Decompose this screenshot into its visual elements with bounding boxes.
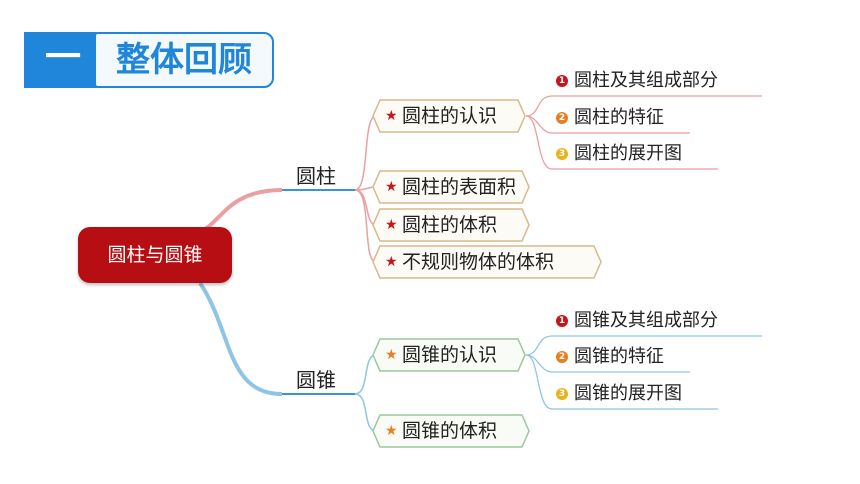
leaf-label: 圆柱的特征 (574, 107, 664, 128)
node-label: 不规则物体的体积 (402, 251, 555, 273)
star-icon: ★ (385, 108, 398, 124)
leaf-label: 圆锥的特征 (574, 346, 664, 367)
node-cylinder-volume: ★ 圆柱的体积 (372, 208, 530, 242)
node-label: 圆柱的表面积 (402, 176, 517, 198)
node-cone-volume: ★ 圆锥的体积 (372, 414, 530, 448)
node-label: 圆柱的体积 (402, 214, 498, 236)
section-title: 整体回顾 (94, 32, 274, 88)
leaf-cone-parts: 1 圆锥及其组成部分 (554, 308, 718, 334)
node-cylinder-surface-area: ★ 圆柱的表面积 (372, 170, 530, 204)
branch-cone-label: 圆锥 (296, 368, 336, 392)
marker-1-icon: 1 (556, 315, 568, 327)
node-cone-recognition: ★ 圆锥的认识 (372, 338, 526, 372)
leaf-cone-features: 2 圆锥的特征 (554, 344, 664, 370)
section-header: 一 整体回顾 (24, 32, 274, 88)
node-hex-frame (372, 208, 530, 242)
leaf-label: 圆锥及其组成部分 (574, 310, 718, 331)
mindmap-root: 圆柱与圆锥 (78, 227, 232, 283)
section-number: 一 (24, 32, 102, 88)
leaf-cylinder-features: 2 圆柱的特征 (554, 105, 664, 131)
leaf-label: 圆柱的展开图 (574, 143, 682, 164)
node-hex-frame (372, 99, 526, 133)
node-hex-frame (372, 245, 602, 279)
leaf-cylinder-net: 3 圆柱的展开图 (554, 141, 682, 167)
star-icon: ★ (385, 179, 398, 195)
star-icon: ★ (385, 347, 398, 363)
leaf-label: 圆柱及其组成部分 (574, 70, 718, 91)
node-irregular-volume: ★ 不规则物体的体积 (372, 245, 602, 279)
node-hex-frame (372, 414, 530, 448)
leaf-cone-net: 3 圆锥的展开图 (554, 381, 682, 407)
leaf-cylinder-parts: 1 圆柱及其组成部分 (554, 68, 718, 94)
star-icon: ★ (385, 217, 398, 233)
star-icon: ★ (385, 423, 398, 439)
node-hex-frame (372, 170, 530, 204)
leaf-label: 圆锥的展开图 (574, 383, 682, 404)
node-label: 圆锥的认识 (402, 344, 498, 366)
node-label: 圆锥的体积 (402, 420, 498, 442)
marker-2-icon: 2 (556, 351, 568, 363)
marker-1-icon: 1 (556, 75, 568, 87)
marker-3-icon: 3 (556, 388, 568, 400)
node-hex-frame (372, 338, 526, 372)
marker-3-icon: 3 (556, 148, 568, 160)
node-label: 圆柱的认识 (402, 105, 498, 127)
branch-cylinder-label: 圆柱 (296, 164, 336, 188)
node-cylinder-recognition: ★ 圆柱的认识 (372, 99, 526, 133)
star-icon: ★ (385, 254, 398, 270)
marker-2-icon: 2 (556, 112, 568, 124)
